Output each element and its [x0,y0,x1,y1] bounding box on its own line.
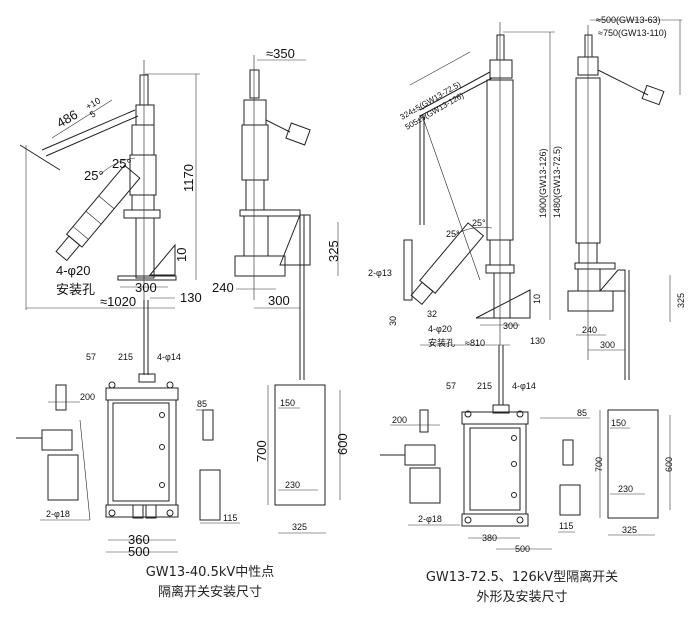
left-caption-line2: 隔离开关安装尺寸 [158,584,262,600]
height-label: 1480(GW13-72.5) [552,146,562,218]
holes-label: 4-φ14 [512,381,536,391]
left-side-view [234,55,339,380]
left-front-view [19,60,200,310]
right-caption-line2: 外形及安装尺寸 [476,590,567,605]
span-label: ≈810 [465,338,485,348]
dim-240-label: 240 [212,280,234,295]
right-side-view [567,19,682,380]
right-front-dimensions: 324±5(GW13-72.5) 505±5(GW13-126) 25° 25°… [368,80,562,348]
holes-13-label: 2-φ13 [368,268,392,278]
dim-600-label: 600 [664,457,674,472]
dim-325-label: 325 [292,522,307,532]
offset-label: 130 [530,336,545,346]
height-label: 325 [326,240,341,262]
right-caption-line1: GW13-72.5、126kV型隔离开关 [426,569,618,585]
right-mechanism-drawing [380,345,671,550]
right-mechanism-dimensions: 57 215 4-φ14 200 2-φ18 380 500 85 115 15… [392,381,674,554]
reach-label: ≈750(GW13-110) [598,28,667,38]
dim-300-label: 300 [600,340,615,350]
dim-500-label: 500 [515,544,530,554]
dim-57-label: 57 [86,352,96,362]
angle-label: 25° [84,168,104,183]
dim-150-label: 150 [611,418,626,428]
right-front-view [403,22,555,346]
left-caption-line1: GW13-40.5kV中性点 [146,565,275,580]
left-front-dimensions: 486 +10 5 25° 25° 1170 4-φ20 安装孔 300 130… [54,95,202,309]
dim-150-label: 150 [280,398,295,408]
height-label: 1170 [181,164,196,192]
dim-215-label: 215 [477,381,492,391]
height-label: 325 [676,293,686,308]
dim-500-label: 500 [128,544,150,559]
holes-small-label: 2-φ18 [418,514,442,524]
dim-240-label: 240 [582,325,597,335]
holes-small-label: 2-φ18 [46,509,70,519]
holes-label: 4-φ14 [157,352,181,362]
blade-tolerance-lower: 5 [88,109,97,120]
dim-325-label: 325 [622,525,637,535]
left-mechanism-drawing [16,300,341,553]
dim-32-label: 32 [427,309,437,319]
offset-label: 130 [180,290,202,305]
dim-300-label: 300 [268,293,290,308]
angle-label: 25° [472,218,486,228]
mount-holes-text: 安装孔 [428,337,455,348]
right-side-dimensions: ≈500(GW13-63) ≈750(GW13-110) 325 240 300 [582,15,686,350]
left-mechanism-dimensions: 57 215 4-φ14 200 2-φ18 360 500 85 115 15… [46,352,350,559]
mount-holes-label: 4-φ20 [428,324,452,334]
dim-360-label: 360 [128,532,150,547]
dim-230-label: 230 [618,484,633,494]
dim-215-label: 215 [118,352,133,362]
dim-115-label: 115 [559,521,573,531]
dim-85-label: 85 [197,399,207,409]
dim-700-label: 700 [254,440,269,462]
dim-30-label: 30 [388,316,398,326]
base-width-label: 300 [135,280,157,295]
base-width-label: 300 [503,321,518,331]
span-label: ≈1020 [100,294,136,309]
dim-230-label: 230 [285,480,300,490]
offset-label: 10 [174,248,189,262]
dim-600-label: 600 [335,433,350,455]
offset-label: 10 [532,294,542,304]
dim-700-label: 700 [594,457,604,472]
mount-holes-label: 4-φ20 [56,263,90,278]
blade-tolerance-upper: +10 [84,95,102,111]
dim-57-label: 57 [446,381,456,391]
mount-holes-text: 安装孔 [56,282,95,297]
dim-200-label: 200 [392,415,407,425]
angle-label: 25° [112,156,132,171]
reach-label: ≈350 [266,46,295,61]
dim-115-label: 115 [223,513,237,523]
dim-85-label: 85 [577,408,587,418]
left-side-dimensions: ≈350 325 240 300 [212,46,341,308]
angle-label: 25° [446,229,460,239]
dim-200-label: 200 [80,392,95,402]
dim-380-label: 380 [482,533,497,543]
reach-label: ≈500(GW13-63) [596,15,660,25]
blade-length-label: 486 [54,107,80,131]
height-label: 1900(GW13-126) [538,148,548,218]
